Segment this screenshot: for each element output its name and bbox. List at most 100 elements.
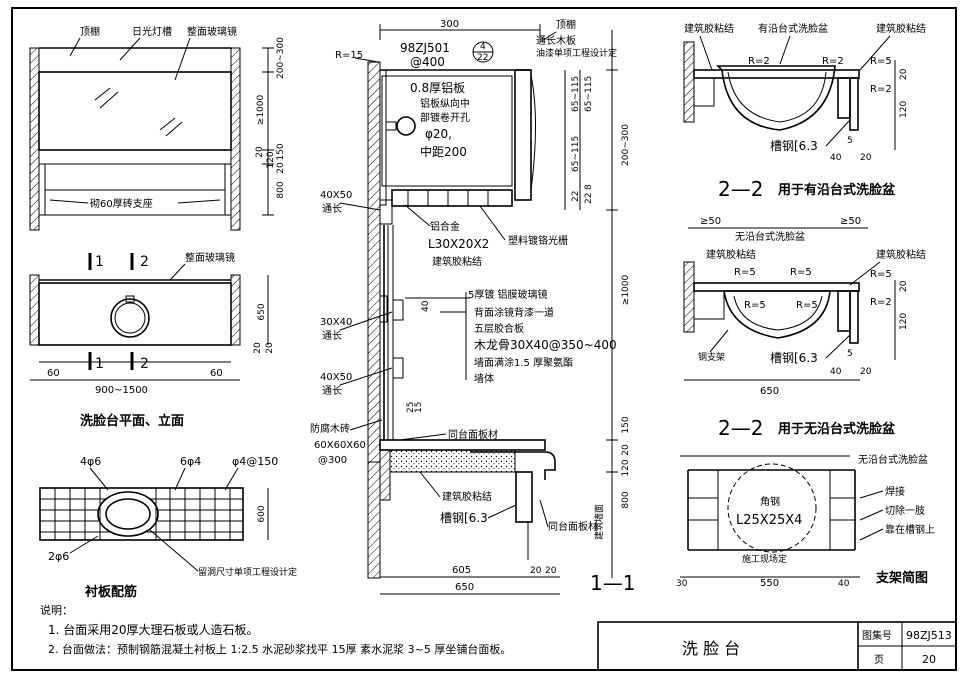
frame-basin: 无沿台式洗脸盆 (858, 453, 928, 466)
s11-ref-top: 4 (480, 42, 486, 52)
s22a-r2b: R=2 (822, 56, 844, 67)
elev-ceiling-label: 顶棚 (80, 25, 100, 38)
s11-glue2: 建筑胶粘结 (442, 490, 492, 503)
s22b-ge50b: ≥50 (840, 216, 861, 227)
s11-plate: 0.8厚铝板 (410, 80, 465, 95)
frame-site: 施工现场定 (742, 553, 787, 565)
s11-w-bot1: 605 (452, 565, 471, 576)
reinf-bottom-bar: 2φ6 (48, 550, 69, 563)
s11-counter1: 同台面板材 (448, 428, 498, 441)
s11-w-bot3: 20 (545, 566, 557, 576)
s22a-glue-l: 建筑胶粘结 (684, 22, 734, 35)
title-name: 洗 脸 台 (682, 639, 740, 658)
s11-r3: 65~115 (584, 76, 594, 112)
frame-weld: 焊接 (885, 485, 905, 498)
s11-layer3: 五层胶合板 (474, 322, 524, 335)
s11-w-total: 650 (455, 582, 474, 593)
s22a-d20: 20 (860, 153, 872, 163)
elev-dim-h7: 800 (276, 181, 286, 198)
plan-basin-outer (110, 298, 150, 338)
s11-block2: 60X60X60 (314, 440, 366, 451)
elev-brick-label: 砌60厚砖支座 (90, 197, 153, 210)
plan-dim-left: 60 (47, 368, 60, 379)
plan-dim-d3: 20 (265, 342, 275, 354)
s22a-basin: 有沿台式洗脸盆 (758, 22, 828, 35)
section-2-2a-view: 建筑胶粘结 有沿台式洗脸盆 建筑胶粘结 R=2 R=2 R=5 R=2 槽钢[6… (683, 22, 926, 201)
reinf-hole-note: 留洞尺寸单项工程设计定 (198, 566, 297, 578)
s11-h-a: 150 (621, 416, 631, 433)
s11-hole-dia: φ20, (425, 127, 452, 141)
frame-left: 30 (676, 579, 688, 589)
s11-r1: 65~115 (571, 76, 581, 112)
s11-layer1: 5厚镀 铝膜玻璃镜 (468, 288, 548, 301)
plan-mark-1a: 1 (95, 254, 104, 270)
s11-stud1: 30X40 (320, 317, 352, 328)
s22b-glue-r: 建筑胶粘结 (876, 248, 926, 261)
notes-n2: 2. 台面做法：预制钢筋混凝土衬板上 1:2.5 水泥砂浆找平 15厚 素水泥浆… (48, 642, 511, 656)
plan-dim-depth: 650 (257, 303, 267, 320)
s11-r4: 22 (571, 191, 581, 202)
s11-long3: 通长 (322, 385, 342, 397)
s11-grille: 塑料镀铬光栅 (508, 234, 568, 247)
s11-counter (379, 439, 546, 451)
s11-layer2: 背面涂镜背漆一道 (474, 306, 554, 319)
frame-angle-title: 角钢 (760, 495, 780, 508)
s11-layer5: 墙面满涂1.5 厚聚氨酯 (474, 356, 573, 369)
plan-dim-total: 900~1500 (95, 385, 148, 396)
s11-al: 铝合金 (430, 220, 460, 233)
elev-dim-h3: 20 (255, 146, 265, 158)
s22a-title: 2—2 (718, 177, 763, 201)
s22b-d20b: 20 (899, 280, 909, 292)
s11-long1: 通长 (322, 203, 342, 215)
s22a-subtitle: 用于有沿台式洗脸盆 (777, 182, 896, 198)
title-block: 洗 脸 台 图集号 98ZJ513 页 20 (597, 621, 957, 671)
s11-wall-lower (367, 461, 381, 579)
elev-dim-h5: 120 (266, 151, 276, 168)
plan-elevation-view: 顶棚 日光灯槽 整面玻璃镜 砌60厚砖支座 200~300 ≥1000 20 1… (29, 25, 286, 429)
plan-wall-right (230, 274, 241, 346)
frame-title: 支架简图 (875, 570, 928, 586)
s11-block1: 防腐木砖 (310, 422, 350, 435)
s22b-r5e: R=5 (870, 269, 892, 280)
s22b-wall (683, 261, 695, 333)
title-page-no: 20 (922, 653, 936, 666)
title-atlas-no: 98ZJ513 (906, 629, 952, 642)
reinf-title: 衬板配筋 (85, 584, 137, 600)
s11-w-bot2: 20 (530, 566, 542, 576)
s11-ref: 98ZJ501 (400, 41, 450, 55)
s11-d-b: 25 (406, 402, 416, 413)
s11-h-top: 200~300 (621, 124, 631, 166)
s11-d-c: 15 (414, 402, 424, 413)
s11-angle: L30X20X2 (428, 237, 489, 251)
s11-board2: 油漆单项工程设计定 (536, 47, 617, 59)
elev-wall-right (230, 47, 241, 231)
s11-layer4: 木龙骨30X40@350~400 (474, 338, 617, 352)
s22a-wall (683, 41, 695, 123)
elev-dim-h4: 150 (276, 143, 286, 160)
plan-wall-left (29, 274, 40, 346)
title-page-label: 页 (874, 654, 884, 666)
s22b-r5a: R=5 (734, 267, 756, 278)
s22b-basin-shape (723, 290, 831, 339)
sheet-border (11, 7, 957, 671)
s22b-frame: 钢支架 (698, 351, 725, 363)
notes-n1: 1. 台面采用20厚大理石板或人造石板。 (48, 622, 259, 637)
plan-mark-1b: 1 (95, 356, 104, 372)
elev-dim-h1: 200~300 (276, 37, 286, 79)
s11-stud2: 40X50 (320, 372, 352, 383)
s22b-r5c: R=5 (744, 300, 766, 311)
s11-dim-wtop: 300 (440, 19, 459, 30)
s11-floor: 建筑墙面 (593, 504, 605, 540)
plan-dim-d2: 20 (253, 342, 263, 354)
elev-mirror-label: 整面玻璃镜 (187, 25, 237, 38)
title-atlas-label: 图集号 (862, 629, 892, 642)
s22b-subtitle: 用于无沿台式洗脸盆 (777, 421, 896, 437)
reinf-dist-bar: 6φ4 (180, 455, 201, 468)
frame-hole (727, 463, 817, 553)
frame-diagram-view: 无沿台式洗脸盆 角钢 L25X25X4 焊接 切除一肢 靠在槽钢上 施工现场定 … (676, 453, 935, 589)
s22b-r5b: R=5 (790, 267, 812, 278)
s11-glue: 建筑胶粘结 (432, 255, 482, 268)
s11-title: 1—1 (590, 571, 635, 595)
s22a-r2c: R=2 (870, 84, 892, 95)
